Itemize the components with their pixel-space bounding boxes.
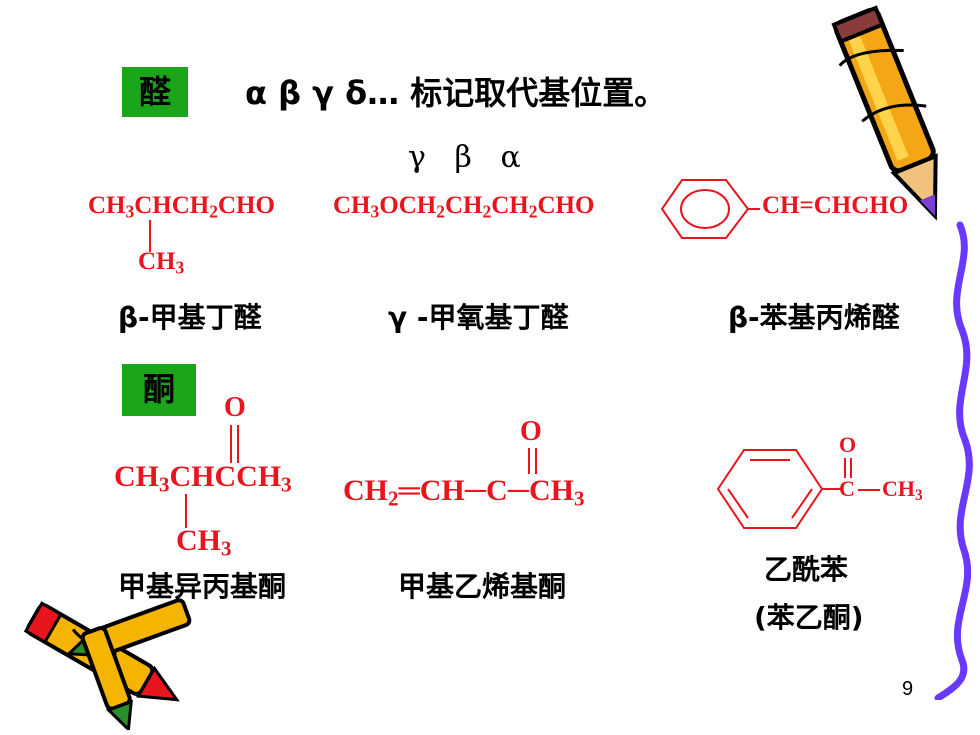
ketone-1-oxygen: O (224, 392, 246, 423)
compound-2-name: γ -甲氧基丁醛 (388, 301, 569, 334)
aldehyde-tag: 醛 (122, 67, 188, 117)
ketone-2-oxygen: O (520, 416, 542, 447)
benzene-ring-icon-2 (716, 449, 842, 529)
ketone-3-bond (858, 489, 880, 491)
squiggle-line (934, 221, 973, 700)
ketone-1-formula: CH3CHCCH3 (114, 460, 292, 497)
compound-1-branch: CH3 (138, 248, 185, 278)
ketone-tag: 酮 (122, 364, 196, 416)
ketone-3-carbon: C (839, 476, 855, 501)
ketone-1-branch: CH3 (176, 524, 232, 561)
ketone-3-double-bond (844, 458, 852, 478)
ketone-1-bond (185, 494, 187, 528)
ketone-3-alt-name: (苯乙酮) (754, 601, 864, 634)
ketone-2-double-bond (528, 448, 537, 474)
pencil-icon (831, 5, 938, 221)
ketone-1-name: 甲基异丙基酮 (118, 570, 287, 603)
benzene-ring-icon (660, 179, 760, 239)
ketone-3-oxygen: O (839, 432, 857, 457)
compound-3-name: β-苯基丙烯醛 (728, 301, 900, 334)
compound-1-formula: CH3CHCH2CHO (88, 192, 275, 222)
ketone-3-methyl: CH3 (882, 476, 923, 504)
compound-3-chain: CH=CHCHO (762, 192, 909, 219)
crayon-icon (23, 598, 192, 730)
aldehyde-heading: α β γ δ… 标记取代基位置。 (245, 74, 667, 112)
ketone-1-double-bond (230, 425, 239, 463)
ketone-2-formula: CH2═CH─C─CH3 (343, 474, 585, 511)
greek-position-labels: γ β α (408, 140, 521, 175)
ketone-2-name: 甲基乙烯基酮 (398, 570, 567, 603)
compound-2-formula: CH3OCH2CH2CH2CHO (333, 192, 595, 222)
compound-1-bond (149, 220, 151, 252)
page-number: 9 (902, 678, 914, 700)
compound-1-name: β-甲基丁醛 (118, 301, 262, 334)
ketone-3-name: 乙酰苯 (764, 553, 849, 586)
